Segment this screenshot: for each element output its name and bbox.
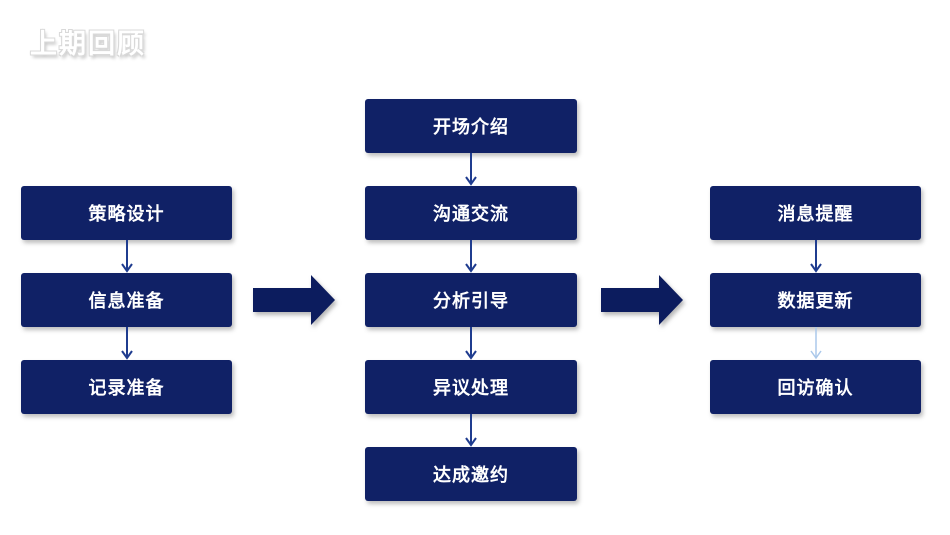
down-arrow-connector	[463, 414, 479, 447]
down-arrow-connector	[808, 240, 824, 273]
flow-step-info-preparation: 信息准备	[21, 273, 232, 327]
flow-step-record-preparation: 记录准备	[21, 360, 232, 414]
down-arrow-connector	[463, 240, 479, 273]
down-arrow-connector	[119, 327, 135, 360]
big-right-arrow-icon	[601, 275, 683, 325]
down-arrow-connector	[463, 327, 479, 360]
flow-step-strategy-design: 策略设计	[21, 186, 232, 240]
flow-step-communication: 沟通交流	[365, 186, 577, 240]
flow-step-message-reminder: 消息提醒	[710, 186, 921, 240]
flow-step-opening-introduction: 开场介绍	[365, 99, 577, 153]
page-title: 上期回顾	[30, 29, 146, 59]
down-arrow-connector-light	[808, 327, 824, 360]
down-arrow-connector	[119, 240, 135, 273]
flow-step-analysis-guidance: 分析引导	[365, 273, 577, 327]
flow-step-followup-confirmation: 回访确认	[710, 360, 921, 414]
flow-step-data-update: 数据更新	[710, 273, 921, 327]
flow-step-reach-appointment: 达成邀约	[365, 447, 577, 501]
big-right-arrow-icon	[253, 275, 335, 325]
flow-step-objection-handling: 异议处理	[365, 360, 577, 414]
down-arrow-connector	[463, 153, 479, 186]
